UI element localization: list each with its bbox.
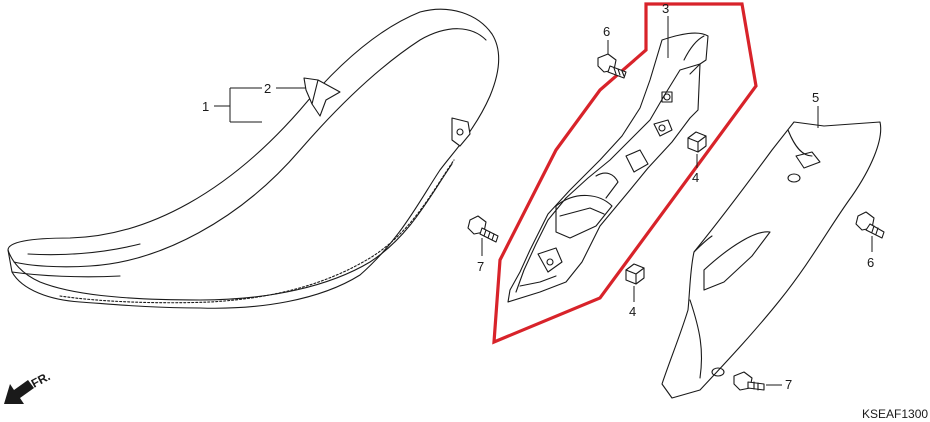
callout-6-right: 6: [867, 255, 874, 270]
highlight-frame: [492, 2, 758, 345]
callout-4-lower: 4: [629, 304, 636, 319]
callout-7-lower: 7: [785, 377, 792, 392]
seat-strap[interactable]: [303, 77, 341, 117]
arrow-down-left-icon: [4, 380, 34, 404]
seat[interactable]: [7, 8, 500, 309]
front-direction: FR.: [4, 369, 52, 404]
bolt-6-left[interactable]: [597, 53, 627, 79]
shroud[interactable]: [507, 32, 709, 303]
callout-4-upper: 4: [692, 170, 699, 185]
callout-6-left: 6: [603, 24, 610, 39]
callout-2: 2: [264, 81, 271, 96]
bolt-7-lower[interactable]: [733, 371, 765, 391]
callout-2-group: 2: [264, 81, 306, 96]
callout-1: 1: [202, 99, 209, 114]
bolt-6-right[interactable]: [855, 211, 885, 239]
side-cover[interactable]: [661, 121, 882, 399]
bolt-7-left[interactable]: [467, 215, 499, 243]
diagram-code: KSEAF1300: [862, 407, 928, 421]
nut-4-lower[interactable]: [625, 263, 645, 285]
callout-1-group: 1: [202, 87, 262, 123]
nut-4-upper[interactable]: [687, 131, 707, 153]
callout-5: 5: [812, 90, 819, 105]
callout-7-left: 7: [477, 259, 484, 274]
callout-3: 3: [662, 1, 669, 16]
